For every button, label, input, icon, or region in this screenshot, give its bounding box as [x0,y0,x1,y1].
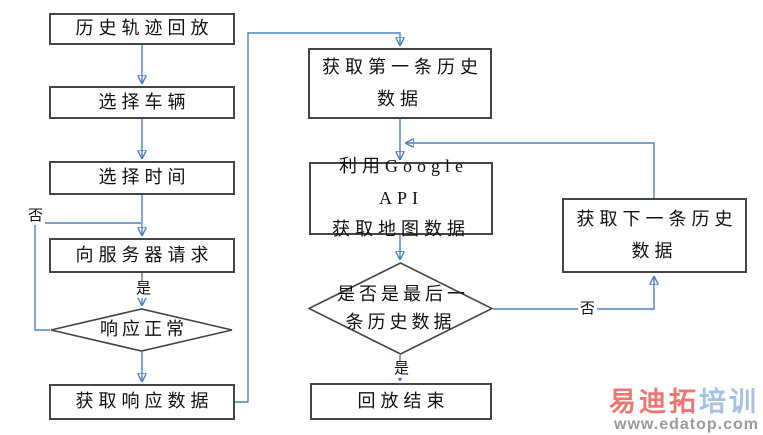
node-select-vehicle-label: 选择车辆 [98,91,191,112]
diamond-shape [50,308,233,352]
node-google-api: 利用Google API 获取地图数据 [309,156,493,239]
node-is-last: 是否是最后一 条历史数据 [308,262,493,355]
node-google-api-label: 利用Google API 获取地图数据 [332,156,470,240]
edge-get-next-to-google-api [406,143,655,198]
edge-label-no-retry: 否 [26,208,46,225]
node-response-ok: 响应正常 [50,308,233,352]
node-select-vehicle: 选择车辆 [49,86,235,119]
edge-label-no-last: 否 [578,301,598,318]
edge-is-last-no-to-get-next [493,277,654,310]
node-select-time: 选择时间 [49,161,235,195]
node-is-last-label: 是否是最后一 条历史数据 [337,283,469,332]
diamond-shape [308,262,493,355]
watermark: 易迪拓培训 www.edatop.com [609,389,759,433]
node-end-label: 回放结束 [357,390,450,411]
node-get-next: 获取下一条历史 数据 [562,198,747,273]
node-get-response-label: 获取响应数据 [75,391,214,412]
edge-label-yes-response: 是 [134,281,154,298]
node-start: 历史轨迹回放 [49,13,235,45]
node-get-first: 获取第一条历史 数据 [308,48,492,119]
node-response-ok-label: 响应正常 [100,319,188,340]
watermark-url: www.edatop.com [614,416,759,433]
edge-response-no-retry-loop [34,222,141,331]
edge-get-response-to-get-first [235,32,400,403]
node-request-server: 向服务器请求 [49,238,235,273]
node-get-response: 获取响应数据 [49,384,235,420]
node-get-next-label: 获取下一条历史 数据 [576,209,738,261]
node-request-server-label: 向服务器请求 [75,244,214,265]
node-start-label: 历史轨迹回放 [75,18,214,39]
node-get-first-label: 获取第一条历史 数据 [322,57,483,109]
edge-label-yes-last: 是 [392,361,412,378]
node-end: 回放结束 [310,383,492,420]
watermark-brand-red: 易迪拓 [609,387,699,417]
watermark-brand: 易迪拓培训 [609,389,759,416]
watermark-brand-blue: 培训 [699,387,759,417]
node-select-time-label: 选择时间 [98,167,191,188]
